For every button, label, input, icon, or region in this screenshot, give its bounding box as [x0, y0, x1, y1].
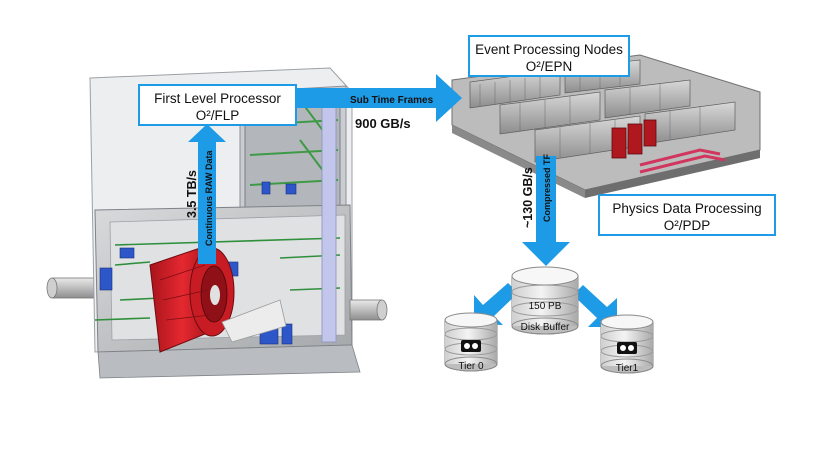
- disk-buffer-label: Disk Buffer: [521, 322, 570, 333]
- label-sub-time-frames: Sub Time Frames: [350, 95, 434, 106]
- epn-title: Event Processing Nodes: [475, 42, 623, 57]
- alice-detector: [149, 247, 235, 353]
- flp-box: First Level Processor O²/FLP: [138, 84, 297, 126]
- label-rate-35: 3.5 TB/s: [185, 170, 199, 218]
- label-continuous-raw: Continuous RAW Data: [204, 150, 214, 246]
- label-rate-130: ~130 GB/s: [521, 167, 535, 228]
- disk-buffer-stack: [511, 266, 579, 335]
- pdp-subtitle: O²/PDP: [663, 218, 711, 233]
- arrow-detector-to-flp: [188, 124, 226, 264]
- label-compressed-tf: Compressed TF: [542, 153, 552, 222]
- arrow-flp-to-epn: [296, 74, 462, 122]
- epn-box: Event Processing Nodes O²/EPN: [468, 35, 630, 77]
- disk-size-label: 150 PB: [529, 301, 562, 312]
- detector-cavern-illustration: [46, 67, 388, 379]
- epn-subtitle: O²/EPN: [525, 59, 573, 74]
- tier0-label: Tier 0: [458, 361, 484, 372]
- flp-subtitle: O²/FLP: [195, 108, 240, 123]
- pdp-title: Physics Data Processing: [612, 201, 762, 216]
- arrow-epn-to-disk: [522, 156, 570, 266]
- pdp-box: Physics Data Processing O²/PDP: [598, 194, 776, 236]
- tape-icon: [617, 342, 637, 354]
- tape-icon: [461, 340, 481, 352]
- label-rate-900: 900 GB/s: [355, 116, 411, 131]
- epn-server-farm-illustration: [451, 54, 761, 198]
- flp-title: First Level Processor: [154, 91, 281, 106]
- tier1-label: Tier1: [616, 363, 639, 374]
- arrow-disk-to-tier1: [573, 285, 617, 327]
